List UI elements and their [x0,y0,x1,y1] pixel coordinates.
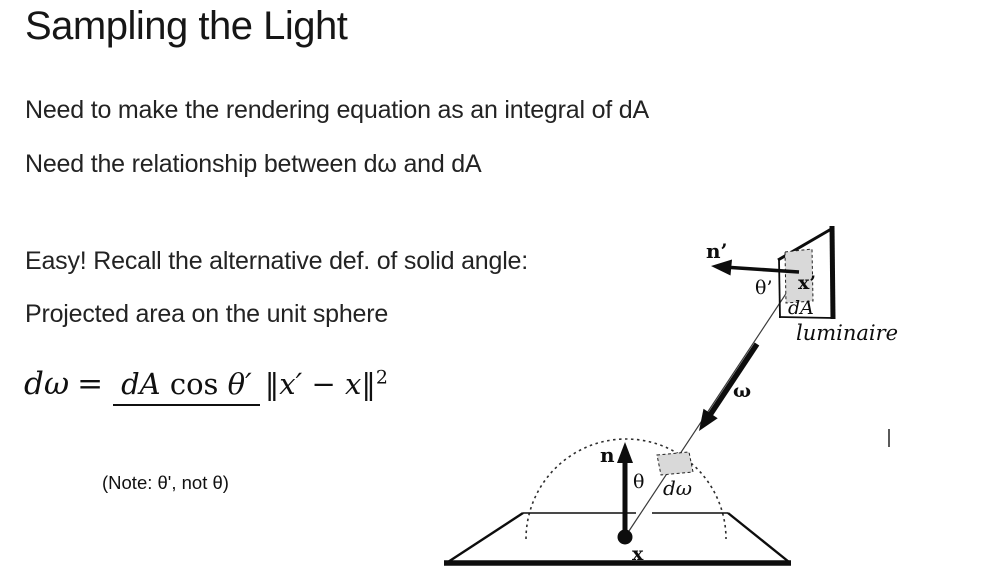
slide-title: Sampling the Light [25,4,348,48]
formula-denominator: ‖x′ − x‖2 [264,365,388,402]
luminaire-panel [777,225,836,320]
formula-domega: dω [24,366,70,402]
formula-exponent: 2 [375,366,388,389]
label-n: n [600,443,615,467]
theta-note: (Note: θ', not θ) [102,472,229,493]
dA-patch [784,248,814,304]
body-line-3: Easy! Recall the alternative def. of sol… [25,247,528,275]
luminaire-bottom-edge [778,316,835,319]
label-luminaire: luminaire [796,321,898,345]
omega-arrow [699,342,760,431]
label-theta: θ [633,471,644,493]
formula-numerator: dA cos θ′ [113,367,260,407]
body-line-4: Projected area on the unit sphere [25,300,389,328]
label-dA: dA [788,297,814,319]
label-x: x [632,543,644,565]
label-omega: ω [733,380,751,402]
solid-angle-formula: dω= dA cos θ′ ‖x′ − x‖2 [24,365,388,407]
hemisphere-arc [525,438,727,540]
formula-theta-prime: θ′ [227,367,252,402]
label-x-prime: x’ [798,272,816,294]
ground-plane [444,511,791,566]
body-line-2: Need the relationship between dω and dA [25,150,482,178]
luminaire-left-edge [778,258,781,319]
formula-dA: dA [121,367,161,402]
plane-right-edge [727,512,790,563]
n-arrow [617,442,633,536]
formula-cos: cos [169,367,219,402]
point-x-dot [617,529,633,545]
label-n-prime: n’ [706,239,728,263]
luminaire-right-edge [829,225,836,320]
formula-equals: = [77,366,104,402]
formula-lhs: dω= [24,366,103,402]
plane-left-edge [447,511,524,564]
n-prime-arrow [711,259,800,276]
formula-fraction: dA cos θ′ ‖x′ − x‖2 [113,365,388,407]
sight-line [624,273,800,538]
body-line-1: Need to make the rendering equation as a… [25,96,649,124]
formula-norm: ‖x′ − x‖ [264,367,376,402]
label-d-omega: dω [663,476,692,500]
label-theta-prime: θ’ [755,277,772,299]
d-omega-patch [656,451,694,476]
